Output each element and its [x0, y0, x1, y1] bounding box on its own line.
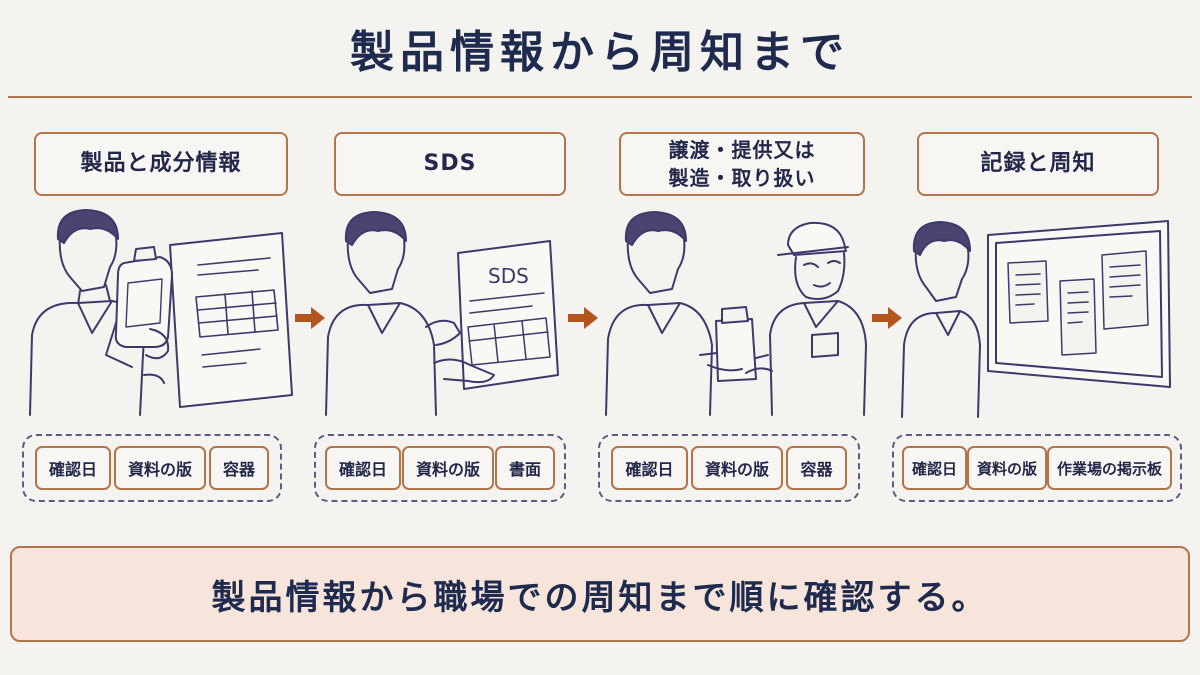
step-label-transfer: 譲渡・提供又は 製造・取り扱い	[619, 132, 865, 196]
page-title: 製品情報から周知まで	[350, 27, 850, 78]
title-divider	[8, 96, 1192, 98]
sds-sheet-text: SDS	[488, 264, 529, 288]
arrow-right-icon	[295, 307, 325, 329]
step-label-text: SDS	[423, 151, 477, 176]
arrow-right-icon	[568, 307, 598, 329]
step-label-text-line1: 譲渡・提供又は	[668, 138, 816, 162]
tag-document-version: 資料の版	[113, 446, 206, 490]
tag-confirm-date: 確認日	[324, 446, 401, 490]
tag-group-step-3: 確認日 資料の版 容器	[598, 434, 860, 502]
tag-container: 容器	[208, 446, 269, 490]
step-label-text: 製品と成分情報	[80, 151, 242, 176]
arrow-right-icon	[872, 307, 902, 329]
step-label-sds: SDS	[334, 132, 566, 196]
notice-board-icon	[901, 220, 1171, 418]
step-label-record: 記録と周知	[917, 132, 1159, 196]
tag-document-version: 資料の版	[690, 446, 783, 490]
tag-group-step-1: 確認日 資料の版 容器	[22, 434, 282, 502]
step-label-product-info: 製品と成分情報	[34, 132, 288, 196]
tag-confirm-date: 確認日	[611, 446, 688, 490]
tag-document-version: 資料の版	[967, 446, 1048, 490]
tag-confirm-date: 確認日	[902, 446, 968, 490]
tag-group-step-4: 確認日 資料の版 作業場の掲示板	[892, 434, 1182, 502]
person-examining-bottle-icon	[29, 209, 293, 416]
tag-group-step-2: 確認日 資料の版 書面	[314, 434, 566, 502]
summary-banner: 製品情報から職場での周知まで順に確認する。	[10, 546, 1190, 642]
tag-container: 容器	[786, 446, 847, 490]
tag-document-version: 資料の版	[401, 446, 494, 490]
tag-confirm-date: 確認日	[34, 446, 111, 490]
step-label-text: 記録と周知	[980, 151, 1096, 176]
bottle-handover-icon	[605, 211, 867, 416]
tag-workplace-board: 作業場の掲示板	[1047, 446, 1173, 490]
summary-text: 製品情報から職場での周知まで順に確認する。	[211, 577, 989, 618]
tag-written-document: 書面	[494, 446, 555, 490]
step-label-text-line2: 製造・取り扱い	[668, 166, 816, 190]
person-holding-sds-sheet-icon: SDS	[325, 211, 559, 416]
